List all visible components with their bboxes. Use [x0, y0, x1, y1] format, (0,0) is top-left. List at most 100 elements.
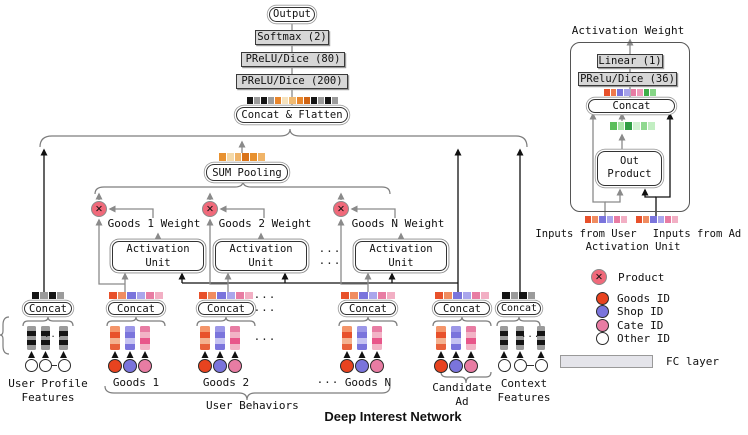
- pooled-embedding-strip: [219, 153, 265, 161]
- out-product-line1: Out: [620, 155, 639, 167]
- inputs-user-strip: [585, 216, 628, 223]
- context-bar-3: [537, 326, 545, 350]
- goods-n-cate-id-circle: [370, 358, 384, 373]
- out-product-box: Out Product: [597, 151, 662, 186]
- goods-2-embedding-strip: [199, 292, 254, 299]
- legend-other-id-icon: [595, 331, 609, 345]
- behaviors-ellipsis-strip: ...: [253, 288, 277, 301]
- prelu-dice-36-box: PRelu/Dice (36): [578, 72, 677, 86]
- goods-2-shop-id-circle: [213, 358, 227, 373]
- goods-2-concat-box: Concat: [198, 302, 254, 315]
- goods-n-weight-label: Goods N Weight: [351, 217, 445, 230]
- profile-id-circle-2: [38, 358, 52, 372]
- sum-pooling-box: SUM Pooling: [206, 164, 288, 181]
- softmax-layer-box: Softmax (2): [255, 30, 329, 45]
- product-node-n: ✕: [333, 201, 349, 217]
- activation-unit-2-line2: Unit: [248, 256, 274, 269]
- goods-1-bar-goods: [110, 326, 120, 350]
- candidate-label-line2: Ad: [455, 395, 469, 408]
- linear-1-box: Linear (1): [597, 54, 663, 68]
- behaviors-ellipsis-labels: ...: [316, 373, 340, 386]
- goods-n-label: Goods N: [344, 376, 392, 389]
- context-label-line1: Context: [500, 377, 548, 390]
- user-behaviors-label: User Behaviors: [206, 399, 299, 412]
- concat-flatten-box: Concat & Flatten: [236, 107, 348, 123]
- candidate-shop-id-circle: [449, 358, 463, 373]
- legend-product-label: Product: [618, 271, 665, 284]
- activation-unit-n-line1: Activation: [369, 243, 433, 255]
- unit-concat-box: Concat: [588, 99, 675, 113]
- profile-concat-box: Concat: [24, 302, 72, 315]
- activation-unit-2-line1: Activation: [229, 243, 293, 255]
- goods-2-bar-cate: [230, 326, 240, 350]
- profile-label-line2: Features: [21, 391, 75, 404]
- inputs-from-ad-label: Inputs from Ad: [652, 228, 742, 240]
- candidate-bar-cate: [466, 326, 476, 350]
- candidate-embedding-strip: [435, 292, 490, 299]
- goods-n-bar-shop: [357, 326, 367, 350]
- context-embedding-strip: [502, 292, 535, 299]
- candidate-label-line1: Candidate: [432, 381, 492, 394]
- goods-1-cate-id-circle: [138, 358, 152, 373]
- profile-bars-ellipsis: ...: [44, 330, 64, 340]
- candidate-concat-box: Concat: [434, 302, 490, 315]
- candidate-goods-id-circle: [434, 358, 448, 373]
- goods-2-cate-id-circle: [228, 358, 242, 373]
- legend-product-icon: ✕: [591, 269, 607, 285]
- goods-1-weight-label: Goods 1 Weight: [107, 217, 201, 230]
- goods-1-label: Goods 1: [112, 376, 160, 389]
- candidate-cate-id-circle: [464, 358, 478, 373]
- out-product-line2: Product: [607, 168, 652, 181]
- units-ellipsis-bottom: ...: [318, 254, 342, 267]
- goods-n-bar-cate: [372, 326, 382, 350]
- goods-1-concat-box: Concat: [108, 302, 164, 315]
- goods-n-concat-box: Concat: [340, 302, 396, 315]
- profile-bar-2: [41, 326, 50, 350]
- profile-bar-1: [27, 326, 36, 350]
- product-node-1: ✕: [91, 201, 107, 217]
- profile-id-circle-3: [57, 358, 71, 372]
- prelu-dice-200-box: PReLU/Dice (200): [236, 74, 348, 89]
- braces: [0, 128, 541, 401]
- activation-unit-1-line2: Unit: [145, 256, 171, 269]
- flatten-embedding-strip: [247, 97, 339, 104]
- activation-unit-n: Activation Unit: [355, 241, 447, 271]
- goods-n-embedding-strip: [341, 292, 396, 299]
- activation-unit-2: Activation Unit: [215, 241, 307, 271]
- goods-n-bar-goods: [342, 326, 352, 350]
- unit-concat-strip: [604, 89, 656, 96]
- goods-1-shop-id-circle: [123, 358, 137, 373]
- profile-bar-3: [59, 326, 68, 350]
- activation-unit-caption: Activation Unit: [585, 241, 681, 253]
- product-node-2: ✕: [202, 201, 218, 217]
- context-bar-1: [500, 326, 508, 350]
- context-circles-dash: [527, 364, 534, 367]
- diagram-title: Deep Interest Network: [324, 409, 462, 424]
- inputs-from-user-label: Inputs from User: [535, 228, 637, 240]
- legend-other-id-label: Other ID: [617, 332, 670, 345]
- context-bars-ellipsis: ...: [521, 330, 541, 340]
- profile-id-circle-1: [24, 358, 38, 372]
- units-ellipsis-top: ...: [318, 242, 342, 255]
- goods-n-shop-id-circle: [355, 358, 369, 373]
- context-label-line2: Features: [497, 391, 551, 404]
- context-concat-box: Concat: [497, 302, 541, 315]
- profile-embedding-strip: [32, 292, 64, 299]
- profile-circles-dash: [51, 364, 57, 367]
- legend-cate-id-label: Cate ID: [617, 319, 664, 332]
- legend-fc-layer-label: FC layer: [666, 355, 719, 368]
- activation-unit-n-line2: Unit: [388, 256, 414, 269]
- goods-2-bar-goods: [200, 326, 210, 350]
- legend-shop-id-label: Shop ID: [617, 305, 664, 318]
- out-product-strip: [610, 122, 656, 130]
- behaviors-ellipsis-concat: ...: [253, 301, 277, 314]
- profile-label-line1: User Profile: [8, 377, 88, 390]
- goods-1-embedding-strip: [109, 292, 164, 299]
- legend-fc-layer-swatch: [560, 355, 653, 368]
- legend-cate-id-icon: [595, 318, 609, 332]
- legend-goods-id-label: Goods ID: [617, 292, 670, 305]
- goods-1-bar-cate: [140, 326, 150, 350]
- context-id-circle-3: [534, 358, 548, 372]
